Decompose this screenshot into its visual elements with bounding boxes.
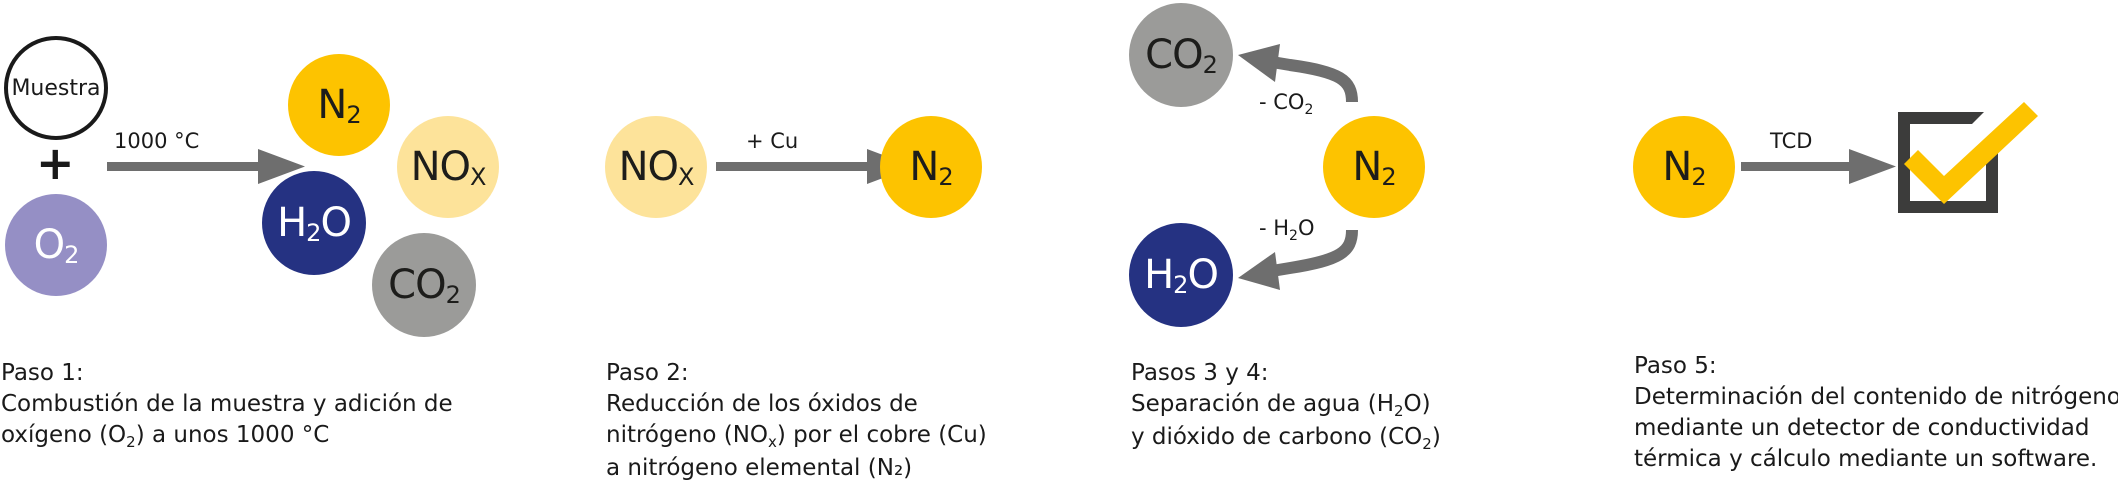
step5-line3: térmica y cálculo mediante un software.: [1634, 446, 2098, 472]
step2-line1: Reducción de los óxidos de: [606, 391, 918, 417]
step5-title: Paso 5:: [1634, 353, 1717, 379]
step1-description: Paso 1: Combustión de la muestra y adici…: [1, 358, 453, 453]
label-remove-h2o: - H2O: [1259, 216, 1315, 244]
step34-title: Pasos 3 y 4:: [1131, 360, 1269, 386]
arrow-remove-co2: [1238, 44, 1358, 103]
label-remove-co2: - CO2: [1259, 90, 1314, 118]
arrow-label-step2: + Cu: [746, 129, 799, 153]
step2-title: Paso 2:: [606, 360, 689, 386]
step5-line2: mediante un detector de conductividad: [1634, 415, 2090, 441]
checkbox-check-icon: [1898, 102, 2038, 213]
step5-description: Paso 5: Determinación del contenido de n…: [1634, 351, 2118, 475]
step1-line1: Combustión de la muestra y adición de: [1, 391, 453, 417]
step34-line1: Separación de agua (H2O): [1131, 391, 1431, 420]
sample-label: Muestra: [11, 75, 101, 101]
sample-circle: Muestra: [4, 36, 108, 140]
plus-sign: +: [36, 136, 75, 190]
step34-line2: y dióxido de carbono (CO2): [1131, 424, 1441, 453]
arrow-label-step5: TCD: [1770, 129, 1813, 153]
step1-title: Paso 1:: [1, 360, 84, 386]
step2-line2: nitrógeno (NOx) por el cobre (Cu): [606, 422, 987, 451]
step5-line1: Determinación del contenido de nitrógeno: [1634, 384, 2118, 410]
arrow-remove-h2o: [1238, 229, 1358, 290]
step2-line3: a nitrógeno elemental (N₂): [606, 455, 913, 481]
arrow-step5: [1741, 149, 1896, 184]
step1-line2: oxígeno (O2) a unos 1000 °C: [1, 422, 330, 451]
step2-description: Paso 2: Reducción de los óxidos de nitró…: [606, 358, 987, 484]
arrow-step1: [107, 149, 305, 184]
step34-description: Pasos 3 y 4: Separación de agua (H2O) y …: [1131, 358, 1441, 455]
arrow-label-step1: 1000 °C: [114, 129, 200, 153]
